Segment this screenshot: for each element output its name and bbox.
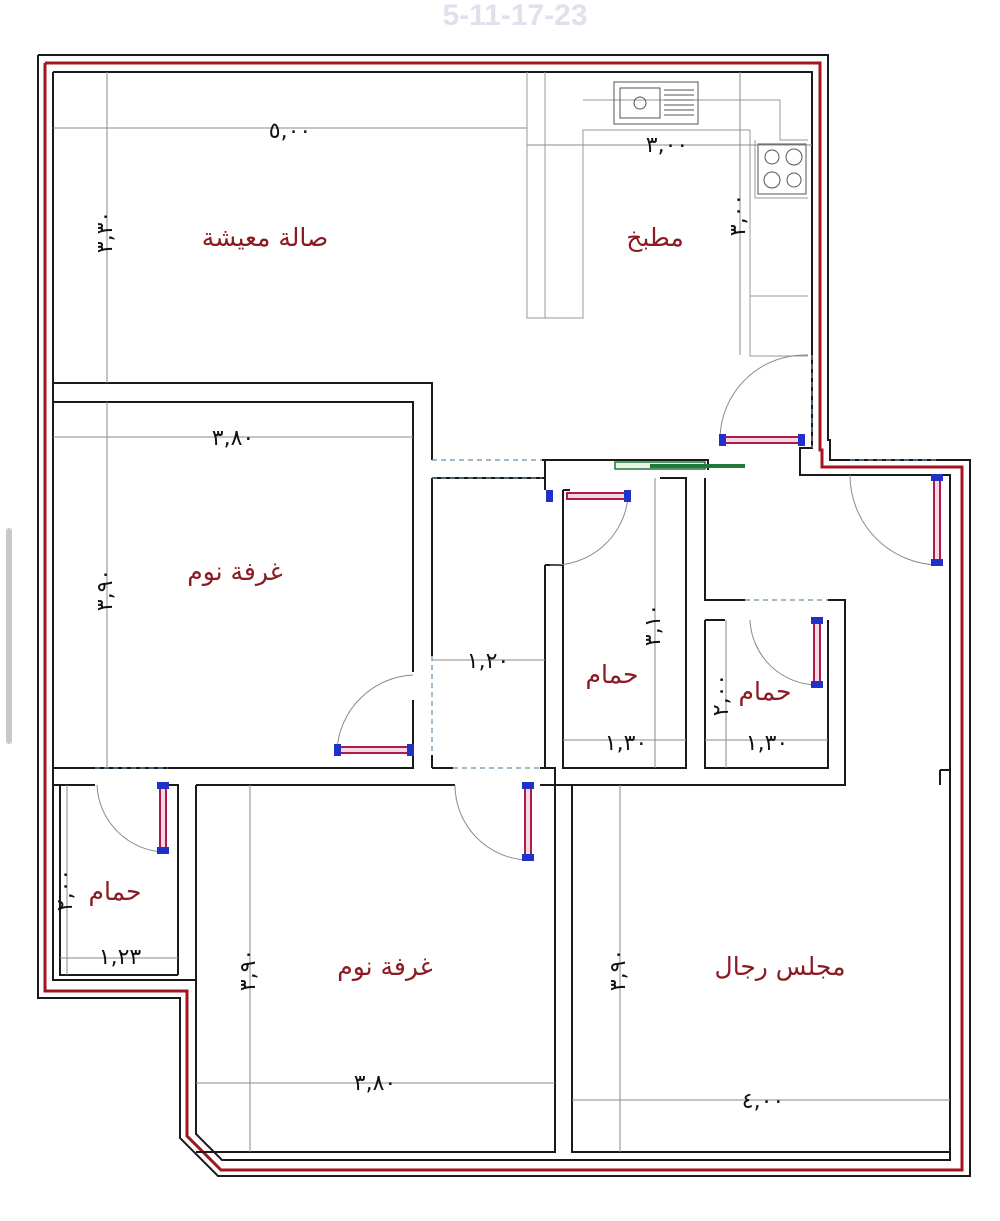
- dim-kitchen-depth: ٣,٠٠: [726, 194, 751, 236]
- door-kitchen: [719, 354, 809, 446]
- dim-corridor-width: ١,٢٠: [467, 649, 509, 674]
- door-bath-left: [96, 782, 169, 854]
- dim-bath-center-width: ١,٣٠: [605, 731, 647, 756]
- door-bath-right: [749, 617, 823, 688]
- kitchen-counters: [526, 72, 808, 357]
- door-bedroom-1: [334, 674, 414, 756]
- stove-icon: [757, 143, 807, 195]
- plan-code: 5-11-17-23: [442, 0, 587, 32]
- dimension-lines: [53, 72, 950, 1152]
- dim-bedroom1-width: ٣,٨٠: [212, 426, 254, 451]
- door-bedroom-2: [454, 782, 534, 861]
- dim-bath-left-width: ١,٢٣: [99, 945, 142, 970]
- door-entrance: [849, 474, 943, 566]
- room-label-living: صالة معيشة: [202, 223, 329, 252]
- room-label-bath-right: حمام: [738, 677, 791, 706]
- dim-majlis-width: ٤,٠٠: [742, 1089, 784, 1114]
- room-label-majlis: مجلس رجال: [715, 952, 846, 981]
- dim-bedroom2-width: ٣,٨٠: [354, 1071, 396, 1096]
- dim-living-width: ٥,٠٠: [269, 119, 311, 144]
- dim-living-depth: ٣,٣٠: [93, 211, 118, 253]
- dim-bedroom2-depth: ٣,٩٠: [236, 949, 261, 991]
- doors: [96, 354, 943, 861]
- room-label-bedroom-2: غرفة نوم: [337, 952, 433, 981]
- dim-majlis-depth: ٣,٩٠: [606, 949, 631, 991]
- dim-bedroom1-depth: ٣,٩٠: [93, 569, 118, 611]
- dim-kitchen-width: ٣,٠٠: [646, 133, 688, 158]
- dim-bath-right-depth: ٢,٠٠: [709, 674, 734, 716]
- exterior-wall: [37, 54, 971, 1177]
- room-label-bedroom-1: غرفة نوم: [187, 557, 283, 586]
- dim-bath-left-depth: ٢,٠٠: [53, 869, 78, 911]
- dim-bath-right-width: ١,٣٠: [746, 731, 788, 756]
- openings: [95, 355, 940, 769]
- door-bath-center: [546, 490, 631, 566]
- room-label-bath-center: حمام: [585, 660, 638, 689]
- room-label-kitchen: مطبخ: [626, 223, 684, 253]
- dim-bath-center-depth: ٣,١٠: [641, 604, 666, 646]
- interior-walls: [53, 382, 950, 1153]
- room-label-bath-left: حمام: [88, 877, 141, 906]
- scrollbar[interactable]: [6, 528, 12, 744]
- sink-icon: [613, 81, 699, 125]
